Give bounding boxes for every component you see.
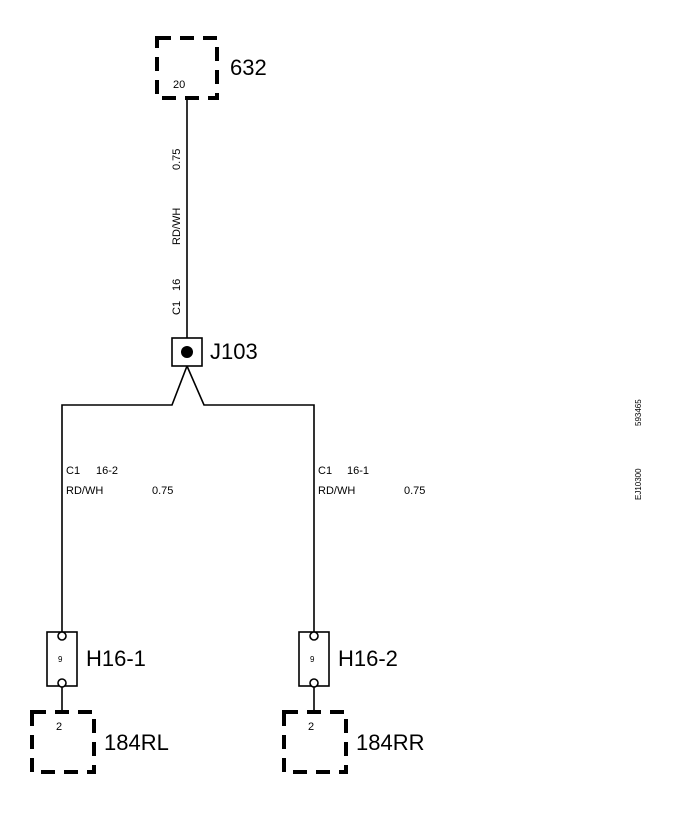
side-code-2: EJ10300 [634, 468, 643, 500]
right-wire-connector: C1 [318, 465, 332, 477]
main-wire-labels: C1 16 RD/WH 0.75 [171, 149, 183, 315]
main-wire-color: RD/WH [171, 208, 183, 245]
right-branch-wire [186, 365, 315, 632]
module-184rr: 2 184RR [282, 710, 424, 774]
module-632-label: 632 [230, 55, 267, 80]
fuse-h16-1-top-terminal-icon [57, 631, 67, 641]
side-code-1: 593465 [634, 399, 643, 426]
main-wire-size: 0.75 [171, 149, 183, 170]
left-wire-connector: C1 [66, 465, 80, 477]
fuse-h16-1-bottom-terminal-icon [57, 678, 67, 688]
fuse-h16-2-bottom-terminal-icon [309, 678, 319, 688]
module-184rr-outline [282, 710, 348, 774]
module-632-outline [155, 36, 219, 100]
right-wire-labels: C1 16-1 RD/WH 0.75 [318, 465, 425, 497]
left-wire-color: RD/WH [66, 485, 103, 497]
module-184rr-pin: 2 [308, 721, 314, 733]
module-184rl-pin: 2 [56, 721, 62, 733]
module-184rr-label: 184RR [356, 730, 424, 755]
left-wire-pin: 16-2 [96, 465, 118, 477]
module-632-pin: 20 [173, 79, 185, 91]
fuse-h16-2-top-terminal-icon [309, 631, 319, 641]
module-184rl-outline [30, 710, 96, 774]
fuse-h16-2-label: H16-2 [338, 646, 398, 671]
fuse-h16-1: 9 H16-1 [46, 631, 146, 688]
main-wire-connector: C1 [171, 301, 183, 315]
splice-label: J103 [210, 339, 258, 364]
right-wire-pin: 16-1 [347, 465, 369, 477]
fuse-h16-2: 9 H16-2 [298, 631, 398, 688]
fuse-h16-1-label: H16-1 [86, 646, 146, 671]
left-wire-size: 0.75 [152, 485, 173, 497]
fuse-h16-1-pin: 9 [58, 655, 63, 664]
left-wire-labels: C1 16-2 RD/WH 0.75 [66, 465, 173, 497]
fuse-h16-2-body [298, 631, 330, 687]
module-184rl-label: 184RL [104, 730, 169, 755]
module-184rl: 2 184RL [30, 710, 169, 774]
module-632: 20 632 [155, 36, 267, 100]
splice-dot-icon [181, 346, 193, 358]
splice-j103: J103 [171, 337, 258, 367]
left-branch-wire [61, 365, 188, 632]
fuse-h16-2-pin: 9 [310, 655, 315, 664]
right-wire-color: RD/WH [318, 485, 355, 497]
main-wire-pin: 16 [171, 279, 183, 291]
fuse-h16-1-body [46, 631, 78, 687]
right-wire-size: 0.75 [404, 485, 425, 497]
